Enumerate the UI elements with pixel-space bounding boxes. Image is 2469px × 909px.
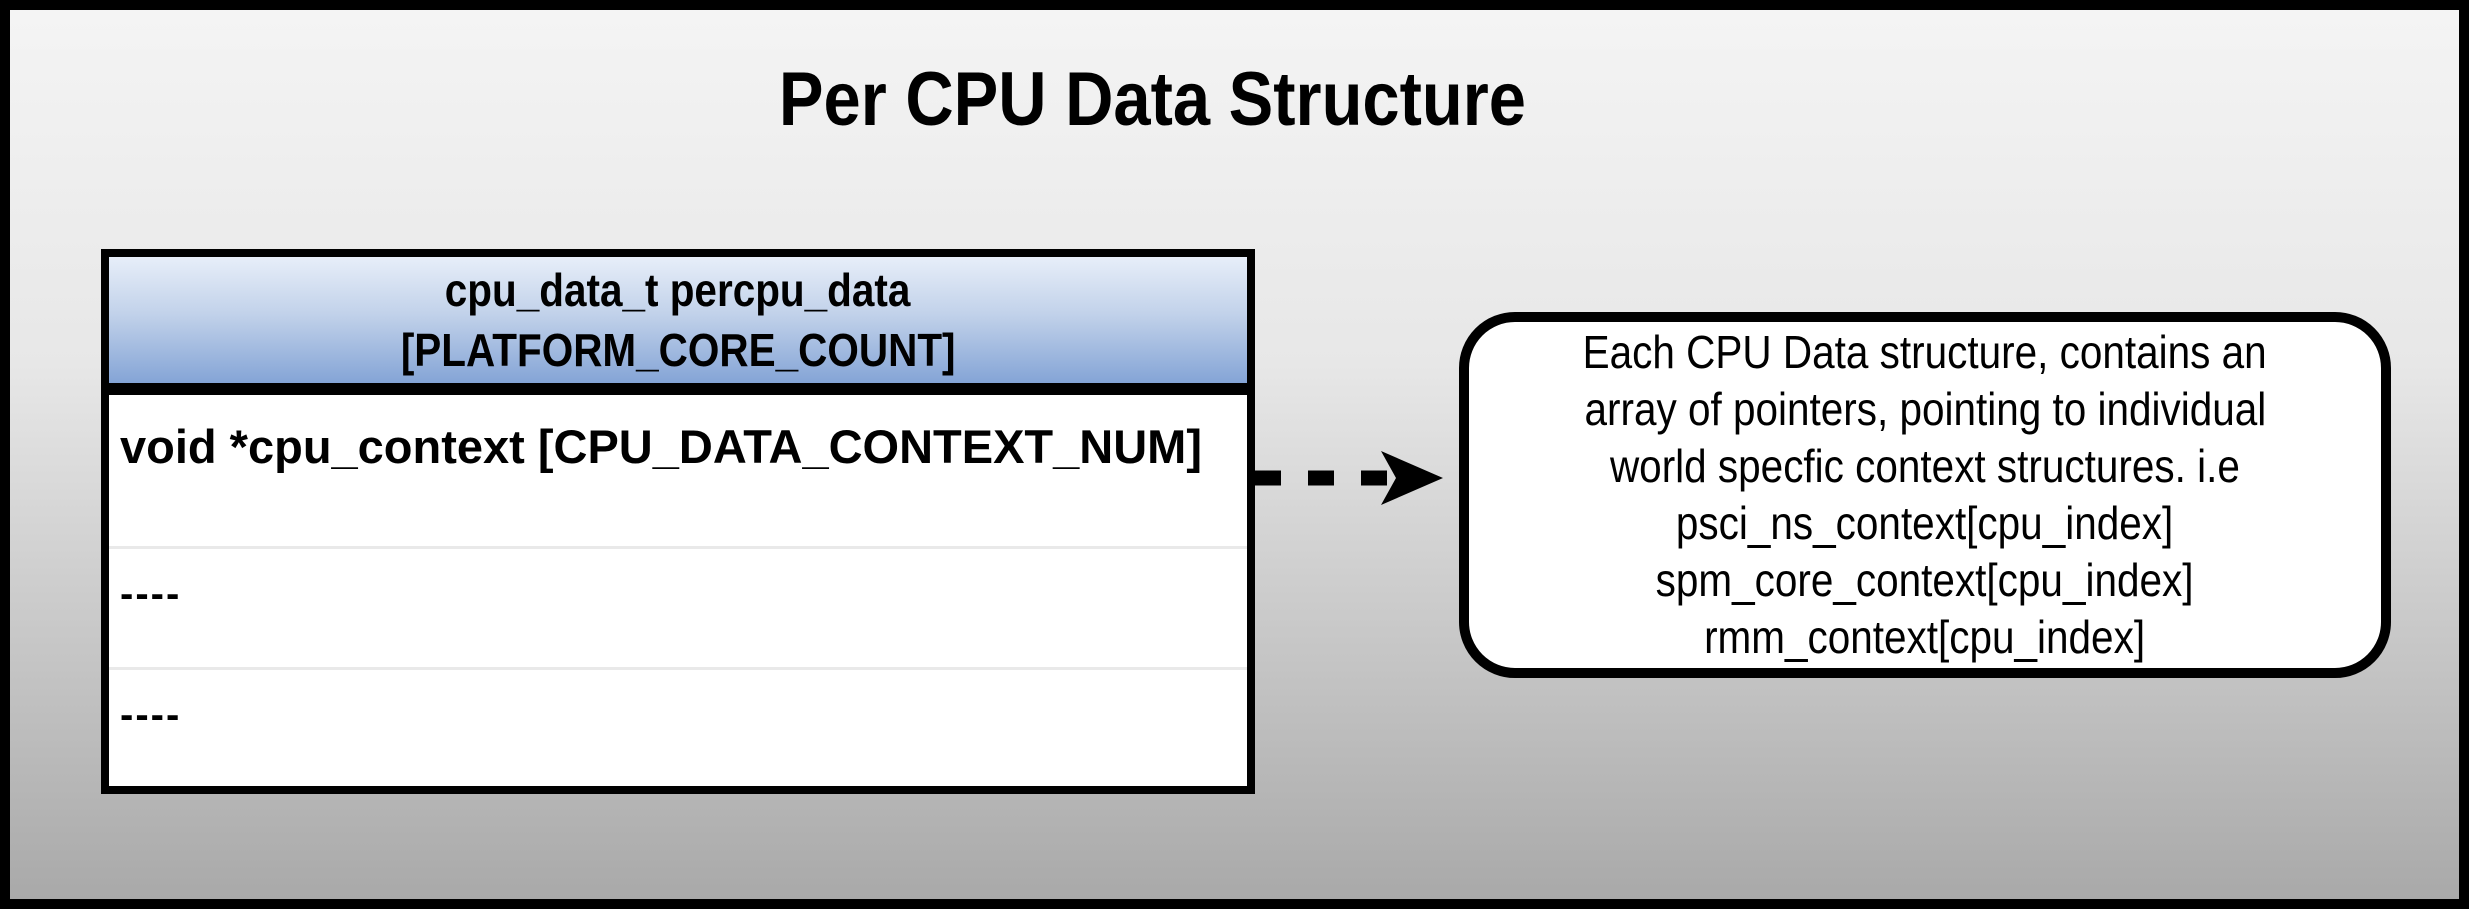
page-title: Per CPU Data Structure (10, 54, 2295, 146)
callout-line: rmm_context[cpu_index] (1477, 609, 2373, 666)
table-row-label: ---- (120, 693, 182, 737)
callout-line: Each CPU Data structure, contains an (1477, 324, 2373, 381)
table-header-line-1-text: cpu_data_t percpu_data (445, 264, 911, 316)
dashed-arrow-head (1381, 451, 1443, 505)
callout-line-text: array of pointers, pointing to individua… (1584, 383, 2266, 435)
table-header-line-1: cpu_data_t percpu_data (109, 260, 1247, 320)
callout-line: world specfic context structures. i.e (1477, 438, 2373, 495)
callout-line-text: world specfic context structures. i.e (1610, 440, 2240, 492)
table-row-label: ---- (120, 572, 182, 616)
callout-line-text: spm_core_context[cpu_index] (1656, 554, 2194, 606)
cpu-data-table-body: void *cpu_context [CPU_DATA_CONTEXT_NUM]… (109, 395, 1247, 786)
callout-line: psci_ns_context[cpu_index] (1477, 495, 2373, 552)
table-header-line-2-text: [PLATFORM_CORE_COUNT] (400, 324, 956, 376)
dashed-arrow (1255, 451, 1443, 505)
callout-line: spm_core_context[cpu_index] (1477, 552, 2373, 609)
cpu-data-table-header: cpu_data_t percpu_data [PLATFORM_CORE_CO… (109, 257, 1247, 395)
table-header-line-2: [PLATFORM_CORE_COUNT] (109, 320, 1247, 380)
table-row: ---- (109, 546, 1247, 667)
callout-line-text: psci_ns_context[cpu_index] (1676, 497, 2174, 549)
callout-box: Each CPU Data structure, contains an arr… (1459, 312, 2391, 678)
callout-line-text: Each CPU Data structure, contains an (1582, 326, 2267, 378)
page-title-text: Per CPU Data Structure (778, 57, 1527, 142)
table-row-label: void *cpu_context [CPU_DATA_CONTEXT_NUM] (120, 420, 1202, 473)
cpu-data-table: cpu_data_t percpu_data [PLATFORM_CORE_CO… (101, 249, 1255, 794)
callout-line-text: rmm_context[cpu_index] (1704, 611, 2146, 663)
callout-line: array of pointers, pointing to individua… (1477, 381, 2373, 438)
table-row: ---- (109, 667, 1247, 786)
table-row: void *cpu_context [CPU_DATA_CONTEXT_NUM] (109, 395, 1247, 546)
